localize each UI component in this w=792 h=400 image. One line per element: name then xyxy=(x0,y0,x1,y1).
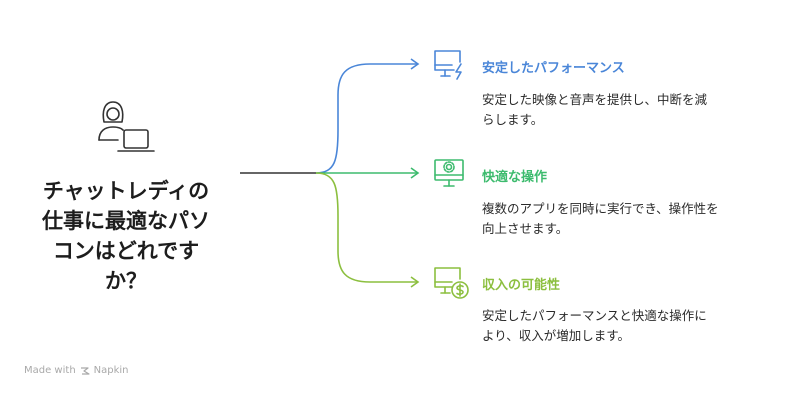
made-with-label: Made with xyxy=(24,365,76,376)
diagram-title: チャットレディの 仕事に最適なパソ コンはどれです か？ xyxy=(8,176,244,296)
branch-description-comfortable-operation: 複数のアプリを同時に実行でき、操作性を 向上させます。 xyxy=(482,199,772,239)
title-line: コンはどれです xyxy=(52,239,200,263)
description-line: 向上させます。 xyxy=(482,221,569,236)
description-line: 安定した映像と音声を提供し、中断を減 xyxy=(482,92,708,107)
title-line: か？ xyxy=(105,269,147,293)
title-line: 仕事に最適なパソ xyxy=(42,209,210,233)
branch-description-stable-performance: 安定した映像と音声を提供し、中断を減 らします。 xyxy=(482,90,772,130)
description-line: らします。 xyxy=(482,112,544,127)
arrowhead-3 xyxy=(410,276,420,288)
description-line: 安定したパフォーマンスと快適な操作に xyxy=(482,308,707,323)
monitor-gear-icon xyxy=(434,159,464,187)
arrowhead-1 xyxy=(410,58,420,70)
person-laptop-icon xyxy=(98,101,155,152)
arrowhead-2 xyxy=(410,167,420,179)
description-line: 複数のアプリを同時に実行でき、操作性を xyxy=(482,201,719,216)
napkin-logo-icon xyxy=(80,366,90,375)
monitor-dollar-icon xyxy=(434,267,469,299)
monitor-lightning-icon xyxy=(434,50,462,80)
branch-connector-3 xyxy=(315,172,418,283)
branch-title-income-potential: 収入の可能性 xyxy=(482,278,561,293)
footer-attribution[interactable]: Made with Napkin xyxy=(24,365,129,376)
branch-connector-1 xyxy=(315,63,418,174)
branch-description-income-potential: 安定したパフォーマンスと快適な操作に より、収入が増加します。 xyxy=(482,306,772,346)
description-line: より、収入が増加します。 xyxy=(482,328,631,343)
branch-title-stable-performance: 安定したパフォーマンス xyxy=(482,61,625,76)
title-line: チャットレディの xyxy=(42,179,210,203)
napkin-brand-label: Napkin xyxy=(93,365,129,376)
branch-title-comfortable-operation: 快適な操作 xyxy=(482,170,548,185)
